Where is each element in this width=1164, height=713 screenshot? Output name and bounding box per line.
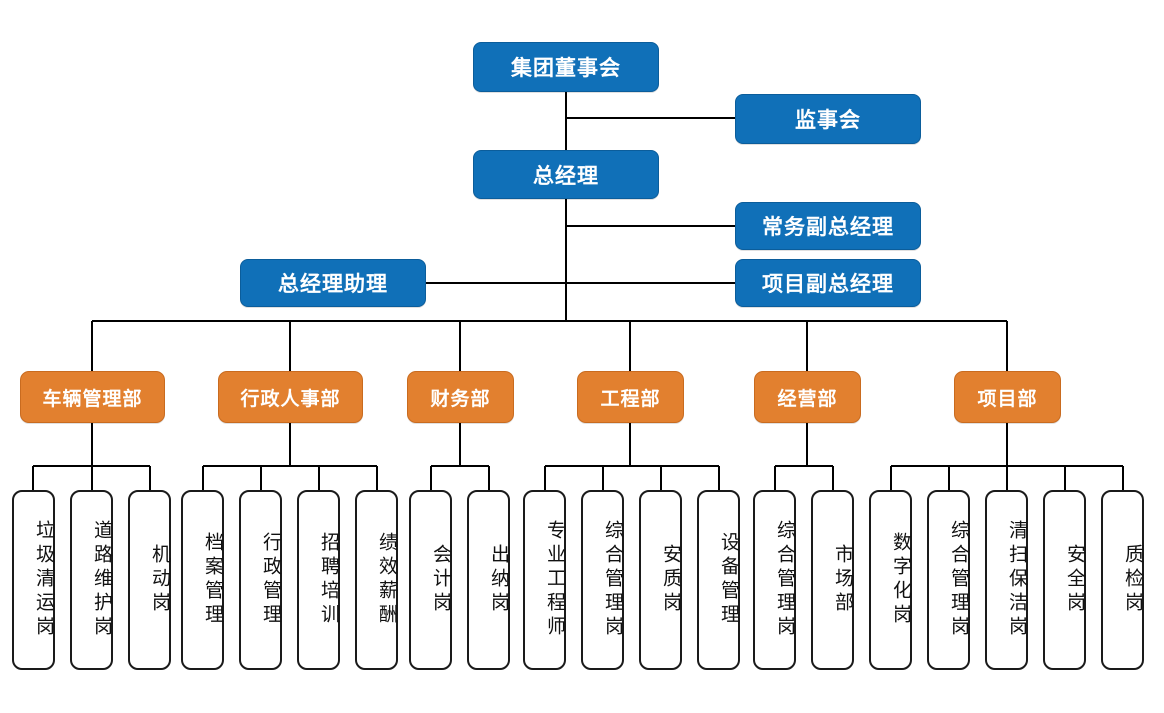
node-department-engineering[interactable]: 工程部 — [577, 371, 684, 423]
node-position-cleaning-sanitation[interactable]: 清扫保洁岗 — [985, 490, 1028, 670]
node-position-marketing[interactable]: 市场部 — [811, 490, 854, 670]
node-label: 项目副总经理 — [762, 273, 894, 296]
node-position-equipment-management[interactable]: 设备管理 — [697, 490, 740, 670]
node-label: 道路维护岗 — [91, 520, 112, 640]
node-position-safety[interactable]: 安全岗 — [1043, 490, 1086, 670]
node-position-performance-compensation[interactable]: 绩效薪酬 — [355, 490, 398, 670]
node-label: 安全岗 — [1064, 544, 1085, 616]
node-label: 安质岗 — [660, 544, 681, 616]
node-supervisory-board[interactable]: 监事会 — [735, 94, 921, 144]
node-label: 行政人事部 — [240, 388, 341, 410]
node-label: 机动岗 — [149, 544, 170, 616]
node-label: 质检岗 — [1122, 544, 1143, 616]
node-label: 常务副总经理 — [762, 216, 894, 239]
node-general-manager-assistant[interactable]: 总经理助理 — [240, 259, 426, 307]
node-department-finance[interactable]: 财务部 — [407, 371, 514, 423]
node-label: 会计岗 — [430, 544, 451, 616]
node-label: 综合管理岗 — [774, 520, 795, 640]
node-department-project[interactable]: 项目部 — [954, 371, 1061, 423]
node-label: 清扫保洁岗 — [1006, 520, 1027, 640]
node-label: 专业工程师 — [544, 520, 565, 640]
node-position-recruitment-training[interactable]: 招聘培训 — [297, 490, 340, 670]
node-position-quality-inspection[interactable]: 质检岗 — [1101, 490, 1144, 670]
node-position-project-general-management[interactable]: 综合管理岗 — [927, 490, 970, 670]
node-position-cashier[interactable]: 出纳岗 — [467, 490, 510, 670]
node-label: 综合管理岗 — [948, 520, 969, 640]
node-position-waste-transport[interactable]: 垃圾清运岗 — [12, 490, 55, 670]
node-label: 数字化岗 — [890, 532, 911, 628]
node-position-records-management[interactable]: 档案管理 — [181, 490, 224, 670]
node-label: 出纳岗 — [488, 544, 509, 616]
node-position-admin-management[interactable]: 行政管理 — [239, 490, 282, 670]
node-position-engineering-general-management[interactable]: 综合管理岗 — [581, 490, 624, 670]
node-label: 工程部 — [600, 388, 661, 410]
node-project-deputy-general-manager[interactable]: 项目副总经理 — [735, 259, 921, 307]
node-label: 档案管理 — [202, 532, 223, 628]
node-position-accounting[interactable]: 会计岗 — [409, 490, 452, 670]
node-board-of-directors[interactable]: 集团董事会 — [473, 42, 659, 92]
node-label: 监事会 — [795, 109, 861, 132]
node-label: 垃圾清运岗 — [33, 520, 54, 640]
node-label: 财务部 — [430, 388, 491, 410]
node-label: 车辆管理部 — [42, 388, 143, 410]
node-label: 行政管理 — [260, 532, 281, 628]
node-department-admin-hr[interactable]: 行政人事部 — [218, 371, 363, 423]
node-executive-deputy-general-manager[interactable]: 常务副总经理 — [735, 202, 921, 250]
node-label: 招聘培训 — [318, 532, 339, 628]
node-position-vehicle-flex[interactable]: 机动岗 — [128, 490, 171, 670]
node-position-operations-general-management[interactable]: 综合管理岗 — [753, 490, 796, 670]
node-position-digitalization[interactable]: 数字化岗 — [869, 490, 912, 670]
node-department-operations[interactable]: 经营部 — [754, 371, 861, 423]
node-label: 市场部 — [832, 544, 853, 616]
node-position-safety-quality[interactable]: 安质岗 — [639, 490, 682, 670]
node-position-road-maintenance[interactable]: 道路维护岗 — [70, 490, 113, 670]
node-label: 总经理 — [533, 164, 599, 188]
node-general-manager[interactable]: 总经理 — [473, 150, 659, 199]
node-label: 项目部 — [977, 388, 1038, 410]
node-position-professional-engineer[interactable]: 专业工程师 — [523, 490, 566, 670]
node-label: 经营部 — [777, 388, 838, 410]
node-department-vehicle[interactable]: 车辆管理部 — [20, 371, 165, 423]
node-label: 总经理助理 — [278, 273, 388, 296]
node-label: 绩效薪酬 — [376, 532, 397, 628]
node-label: 综合管理岗 — [602, 520, 623, 640]
node-label: 设备管理 — [718, 532, 739, 628]
node-label: 集团董事会 — [511, 57, 621, 80]
